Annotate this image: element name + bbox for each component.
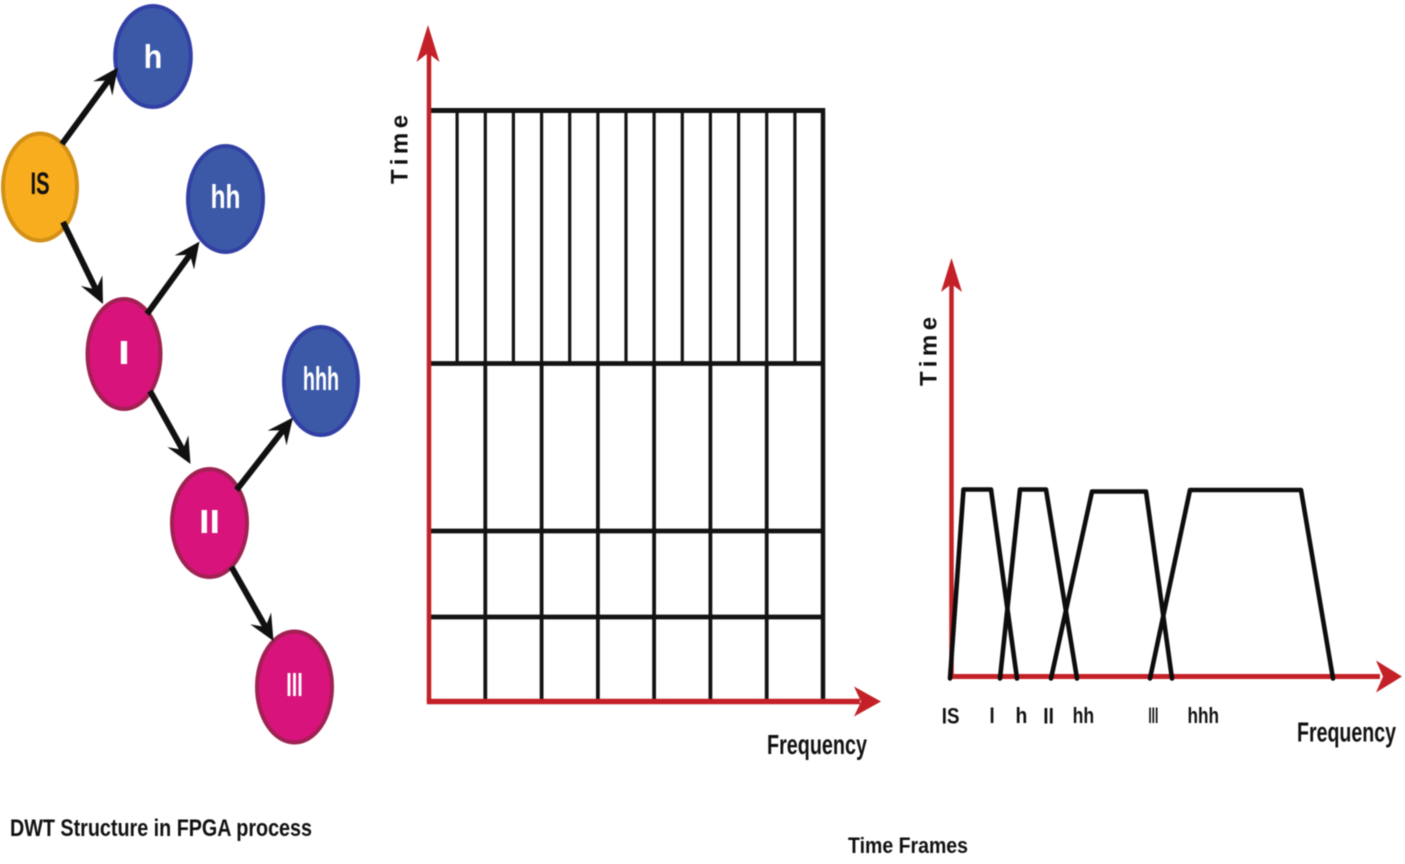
svg-text:h: h: [144, 38, 163, 75]
svg-text:Frequency: Frequency: [1297, 717, 1396, 748]
svg-text:Frequency: Frequency: [767, 729, 867, 760]
svg-text:Time: Time: [387, 110, 414, 184]
svg-text:I: I: [118, 335, 130, 372]
svg-text:h: h: [1015, 704, 1027, 728]
svg-text:hhh: hhh: [1187, 704, 1218, 729]
svg-text:hh: hh: [1073, 704, 1094, 728]
svg-text:DWT Structure in FPGA process: DWT Structure in FPGA process: [10, 815, 312, 842]
svg-text:Time Frames: Time Frames: [848, 833, 968, 858]
svg-text:III: III: [286, 666, 303, 704]
svg-text:IS: IS: [30, 165, 49, 201]
svg-text:II: II: [199, 503, 220, 540]
svg-text:hhh: hhh: [303, 360, 339, 398]
svg-text:hh: hh: [211, 180, 241, 216]
svg-text:I: I: [990, 705, 995, 729]
svg-text:III: III: [1148, 703, 1158, 728]
svg-text:IS: IS: [942, 705, 960, 729]
svg-text:Time: Time: [916, 312, 943, 386]
svg-text:II: II: [1043, 704, 1054, 729]
